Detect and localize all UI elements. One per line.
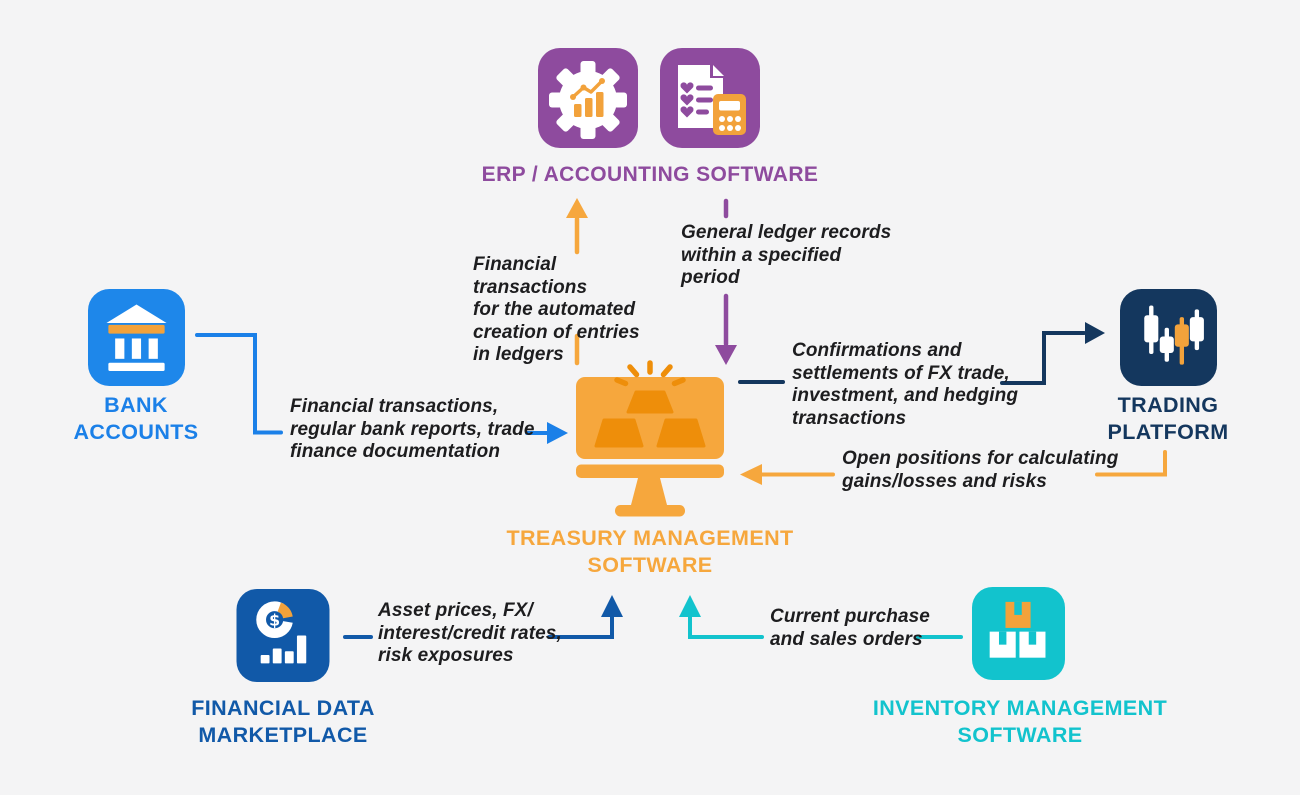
connector-erp-to-treasury (715, 198, 737, 365)
arrowhead-up-icon (601, 595, 623, 617)
arrowhead-right-icon (547, 422, 568, 444)
gold-bars-icon (594, 390, 706, 448)
arrowhead-up-icon (566, 198, 588, 218)
connector-bank-to-treasury (195, 333, 568, 444)
donut-dollar-chart-icon: $ (236, 589, 330, 682)
bank-label: BANK ACCOUNTS (73, 393, 199, 444)
flow-text-treasury-to-trading: Confirmations and settlements of FX trad… (792, 340, 1019, 429)
flow-text-trading-to-treasury: Open positions for calculating gains/los… (842, 448, 1119, 492)
flow-text-inventory-to-treasury: Current purchase and sales orders (770, 606, 930, 650)
connector-financial-data-to-treasury (343, 595, 623, 639)
inventory-label: INVENTORY MANAGEMENT SOFTWARE (872, 696, 1168, 747)
connector-treasury-to-trading (738, 322, 1105, 385)
arrowhead-down-icon (715, 345, 737, 365)
flow-text-erp-to-treasury: General ledger records within a specifie… (681, 222, 892, 288)
stacked-boxes-icon (972, 587, 1065, 680)
treasury-label: TREASURY MANAGEMENT SOFTWARE (506, 526, 794, 577)
erp-label: ERP / ACCOUNTING SOFTWARE (481, 163, 819, 186)
arrowhead-right-icon (1085, 322, 1105, 344)
svg-text:$: $ (269, 611, 280, 630)
arrowhead-up-icon (679, 595, 701, 617)
flow-text-treasury-to-erp: Financial transactions for the automated… (473, 254, 640, 365)
arrowhead-left-icon (740, 464, 762, 485)
connector-inventory-to-treasury (679, 595, 963, 639)
sparkle-icon (614, 360, 686, 387)
financial-data-label: FINANCIAL DATA MARKETPLACE (191, 696, 375, 747)
connector-trading-to-treasury (740, 450, 1167, 485)
flow-text-financial-data-to-treasury: Asset prices, FX/ interest/credit rates,… (378, 600, 562, 666)
checklist-calculator-icon (660, 48, 760, 148)
gear-analytics-icon (538, 48, 638, 148)
connector-treasury-to-erp (566, 198, 588, 366)
bank-building-icon (88, 289, 185, 386)
flow-text-bank-to-treasury: Financial transactions, regular bank rep… (290, 396, 535, 462)
candlestick-chart-icon (1120, 289, 1217, 386)
trading-label: TRADING PLATFORM (1107, 393, 1229, 444)
monitor-gold-bars-icon (576, 360, 724, 517)
